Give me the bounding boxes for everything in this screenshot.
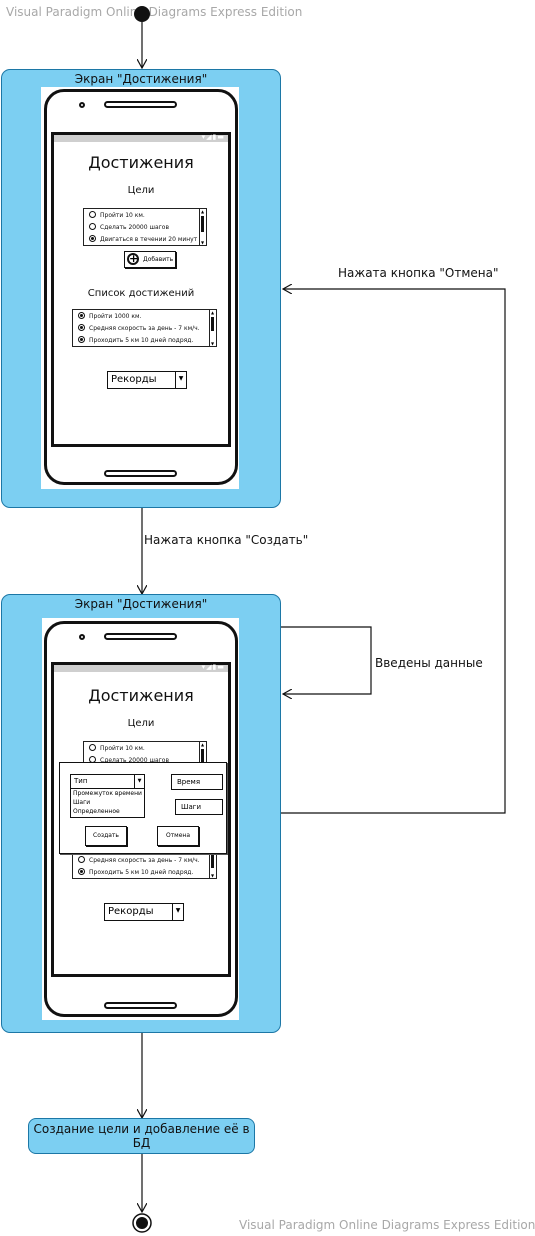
cancel-button[interactable]: Отмена bbox=[157, 826, 199, 846]
radio-checked-icon[interactable] bbox=[78, 868, 85, 875]
scroll-up-icon[interactable]: ▲ bbox=[200, 742, 205, 747]
action-create-goal[interactable]: Создание цели и добавление её в БД bbox=[28, 1118, 255, 1154]
camera-icon bbox=[79, 634, 85, 640]
scrollbar[interactable]: ▲ bbox=[199, 742, 205, 770]
chevron-down-icon[interactable]: ▼ bbox=[172, 904, 183, 920]
status-bar: ▾◢▮▬ bbox=[54, 133, 228, 142]
action-label: Создание цели и добавление её в БД bbox=[33, 1122, 250, 1150]
create-button[interactable]: Создать bbox=[85, 826, 127, 846]
scroll-down-icon[interactable]: ▼ bbox=[210, 873, 215, 878]
list-item[interactable]: Пройти 1000 км. bbox=[78, 312, 141, 320]
plus-circle-icon: + bbox=[127, 252, 139, 265]
scrollbar-thumb[interactable] bbox=[211, 852, 214, 868]
phone-screen: ▾◢▮▬ Достижения Цели Пройти 10 км. Сдела… bbox=[51, 132, 231, 447]
scroll-down-icon[interactable]: ▼ bbox=[200, 240, 205, 245]
label-cancel-pressed: Нажата кнопка "Отмена" bbox=[338, 266, 499, 280]
achievements-list[interactable]: Средняя скорость за день - 7 км/ч. Прохо… bbox=[72, 849, 217, 879]
edge-cancel-loop bbox=[281, 289, 506, 814]
list-item[interactable]: Средняя скорость за день - 7 км/ч. bbox=[78, 324, 200, 332]
speaker-icon bbox=[104, 101, 177, 108]
type-option[interactable]: Промежуток времени bbox=[73, 790, 142, 797]
initial-node bbox=[134, 6, 150, 22]
list-item[interactable]: Пройти 10 км. bbox=[89, 744, 145, 752]
type-option[interactable]: Определенное bbox=[73, 808, 120, 815]
home-bar-icon bbox=[104, 470, 177, 477]
time-field[interactable]: Время bbox=[171, 774, 223, 790]
radio-checked-icon[interactable] bbox=[78, 336, 85, 343]
watermark-bottom: Visual Paradigm Online Diagrams Express … bbox=[239, 1218, 535, 1232]
label-data-entered: Введены данные bbox=[375, 656, 483, 670]
status-bar: ▾◢▮▬ bbox=[54, 663, 228, 672]
state-title: Экран "Достижения" bbox=[74, 597, 208, 611]
camera-icon bbox=[79, 102, 85, 108]
status-icons: ▾◢▮▬ bbox=[201, 663, 225, 671]
chevron-down-icon[interactable]: ▼ bbox=[134, 775, 144, 788]
radio-checked-icon[interactable] bbox=[89, 235, 96, 242]
home-bar-icon bbox=[104, 1002, 177, 1009]
connectors bbox=[132, 6, 506, 1233]
achievements-label: Список достижений bbox=[87, 288, 195, 299]
radio-unchecked-icon[interactable] bbox=[89, 223, 96, 230]
list-item[interactable]: Проходить 5 км 10 дней подряд. bbox=[78, 868, 193, 876]
scrollbar[interactable]: ▲ ▼ bbox=[199, 209, 205, 245]
screen-title: Достижения bbox=[88, 153, 194, 172]
radio-unchecked-icon[interactable] bbox=[78, 856, 85, 863]
status-icons: ▾◢▮▬ bbox=[201, 133, 225, 141]
radio-unchecked-icon[interactable] bbox=[89, 211, 96, 218]
label-create-pressed: Нажата кнопка "Создать" bbox=[144, 533, 309, 547]
chevron-down-icon[interactable]: ▼ bbox=[175, 372, 186, 388]
scrollbar[interactable]: ▲ ▼ bbox=[209, 310, 215, 346]
scroll-down-icon[interactable]: ▼ bbox=[210, 341, 215, 346]
scrollbar-thumb[interactable] bbox=[201, 749, 204, 763]
list-item[interactable]: Средняя скорость за день - 7 км/ч. bbox=[78, 856, 200, 864]
list-item[interactable]: Сделать 20000 шагов bbox=[89, 223, 169, 231]
scroll-up-icon[interactable]: ▲ bbox=[210, 310, 215, 315]
goals-list[interactable]: Пройти 10 км. Сделать 20000 шагов Двигат… bbox=[83, 208, 207, 246]
list-item[interactable]: Двигаться в течении 20 минут bbox=[89, 235, 197, 243]
records-dropdown[interactable]: Рекорды ▼ bbox=[107, 371, 187, 389]
scrollbar-thumb[interactable] bbox=[201, 216, 204, 232]
radio-checked-icon[interactable] bbox=[78, 324, 85, 331]
type-select[interactable]: Тип ▼ bbox=[70, 774, 145, 789]
screen-title: Достижения bbox=[88, 686, 194, 705]
create-goal-dialog[interactable]: Тип ▼ Промежуток времени Шаги Определенн… bbox=[59, 762, 227, 854]
list-item[interactable]: Пройти 10 км. bbox=[89, 211, 145, 219]
list-item[interactable]: Проходить 5 км 10 дней подряд. bbox=[78, 336, 193, 344]
records-dropdown[interactable]: Рекорды ▼ bbox=[104, 903, 184, 921]
scrollbar[interactable]: ▼ bbox=[209, 850, 215, 878]
edge-data-entered-loop bbox=[281, 626, 372, 694]
scroll-up-icon[interactable]: ▲ bbox=[200, 209, 205, 214]
type-option[interactable]: Шаги bbox=[73, 799, 91, 806]
radio-checked-icon[interactable] bbox=[78, 312, 85, 319]
state-title: Экран "Достижения" bbox=[74, 72, 208, 86]
goals-label: Цели bbox=[127, 718, 155, 729]
final-node-dot bbox=[136, 1217, 148, 1229]
steps-field[interactable]: Шаги bbox=[175, 799, 223, 815]
type-options-list[interactable]: Промежуток времени Шаги Определенное bbox=[70, 789, 145, 818]
speaker-icon bbox=[104, 633, 177, 640]
add-goal-button[interactable]: + Добавить bbox=[124, 251, 176, 268]
watermark-top: Visual Paradigm Online Diagrams Express … bbox=[6, 5, 303, 19]
scrollbar-thumb[interactable] bbox=[211, 317, 214, 331]
radio-unchecked-icon[interactable] bbox=[89, 744, 96, 751]
goals-label: Цели bbox=[127, 185, 155, 196]
achievements-list[interactable]: Пройти 1000 км. Средняя скорость за день… bbox=[72, 309, 217, 347]
